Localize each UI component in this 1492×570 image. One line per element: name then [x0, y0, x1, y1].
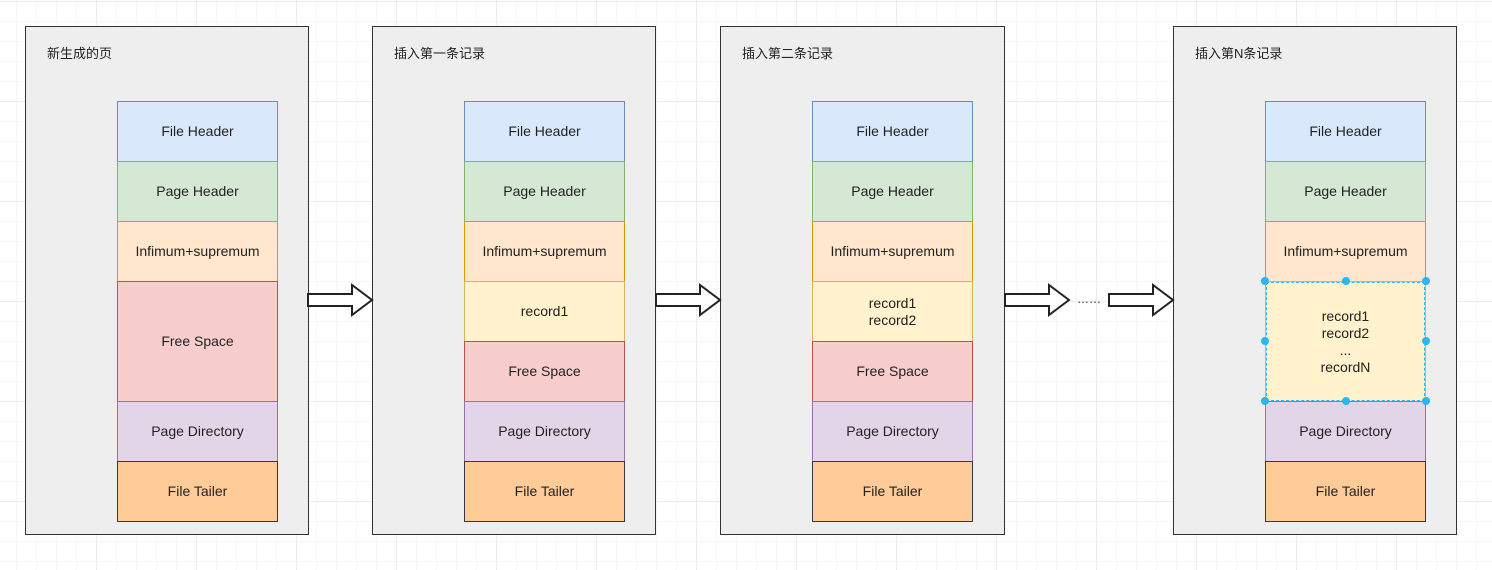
- block-file-tailer[interactable]: File Tailer: [1265, 461, 1426, 522]
- block-page-directory[interactable]: Page Directory: [117, 401, 278, 462]
- ellipsis-text: ……: [1077, 292, 1101, 306]
- block-free-space[interactable]: Free Space: [117, 281, 278, 402]
- block-label: record1: [520, 303, 569, 319]
- block-label: Infimum+supremum: [830, 243, 955, 259]
- panel-title: 新生成的页: [47, 46, 113, 61]
- block-file-header[interactable]: File Header: [1265, 101, 1426, 162]
- block-infimum[interactable]: Infimum+supremum: [117, 221, 278, 282]
- block-infimum[interactable]: Infimum+supremum: [812, 221, 973, 282]
- block-file-header[interactable]: File Header: [812, 101, 973, 162]
- block-label: Free Space: [856, 363, 929, 379]
- block-label: File Header: [856, 123, 929, 139]
- block-label: Page Directory: [498, 423, 591, 439]
- block-label: File Header: [508, 123, 581, 139]
- block-records[interactable]: record1: [464, 281, 625, 342]
- block-page-header[interactable]: Page Header: [812, 161, 973, 222]
- block-records[interactable]: record1 record2 ... recordN: [1265, 281, 1426, 402]
- block-label: File Tailer: [1315, 483, 1376, 499]
- block-label: Free Space: [508, 363, 581, 379]
- block-label: Page Directory: [1299, 423, 1392, 439]
- block-free-space[interactable]: Free Space: [464, 341, 625, 402]
- block-page-directory[interactable]: Page Directory: [464, 401, 625, 462]
- selection-handle[interactable]: [1422, 397, 1430, 405]
- block-file-tailer[interactable]: File Tailer: [464, 461, 625, 522]
- selection-handle[interactable]: [1341, 277, 1350, 285]
- block-file-tailer[interactable]: File Tailer: [117, 461, 278, 522]
- flow-arrow[interactable]: [307, 283, 374, 317]
- selection-handle[interactable]: [1422, 337, 1430, 345]
- block-infimum[interactable]: Infimum+supremum: [464, 221, 625, 282]
- block-label: Free Space: [161, 333, 234, 349]
- block-label: File Header: [161, 123, 234, 139]
- block-label: File Header: [1309, 123, 1382, 139]
- block-label: Page Header: [503, 183, 586, 199]
- block-file-header[interactable]: File Header: [117, 101, 278, 162]
- block-label: Infimum+supremum: [135, 243, 260, 259]
- block-label: record1 record2 ... recordN: [1320, 307, 1371, 375]
- block-label: File Tailer: [514, 483, 575, 499]
- block-label: Page Directory: [846, 423, 939, 439]
- flow-arrow[interactable]: [655, 283, 722, 317]
- block-label: Page Header: [851, 183, 934, 199]
- panel-title: 插入第N条记录: [1195, 46, 1283, 61]
- block-label: record1 record2: [868, 294, 917, 328]
- block-label: Infimum+supremum: [1283, 243, 1408, 259]
- selection-handle[interactable]: [1261, 397, 1269, 405]
- selection-handle[interactable]: [1261, 277, 1269, 285]
- block-page-header[interactable]: Page Header: [117, 161, 278, 222]
- block-free-space[interactable]: Free Space: [812, 341, 973, 402]
- panel-title: 插入第二条记录: [742, 46, 834, 61]
- selection-handle[interactable]: [1341, 397, 1350, 405]
- block-file-tailer[interactable]: File Tailer: [812, 461, 973, 522]
- block-records[interactable]: record1 record2: [812, 281, 973, 342]
- block-label: Page Directory: [151, 423, 244, 439]
- block-page-directory[interactable]: Page Directory: [1265, 401, 1426, 462]
- block-page-directory[interactable]: Page Directory: [812, 401, 973, 462]
- block-label: File Tailer: [862, 483, 923, 499]
- block-label: Page Header: [1304, 183, 1387, 199]
- block-page-header[interactable]: Page Header: [464, 161, 625, 222]
- selection-handle[interactable]: [1422, 277, 1430, 285]
- block-infimum[interactable]: Infimum+supremum: [1265, 221, 1426, 282]
- block-page-header[interactable]: Page Header: [1265, 161, 1426, 222]
- flow-arrow[interactable]: [1004, 283, 1071, 317]
- flow-arrow[interactable]: [1108, 283, 1175, 317]
- block-label: File Tailer: [167, 483, 228, 499]
- panel-title: 插入第一条记录: [394, 46, 486, 61]
- selection-handle[interactable]: [1261, 337, 1269, 345]
- block-label: Page Header: [156, 183, 239, 199]
- block-label: Infimum+supremum: [482, 243, 607, 259]
